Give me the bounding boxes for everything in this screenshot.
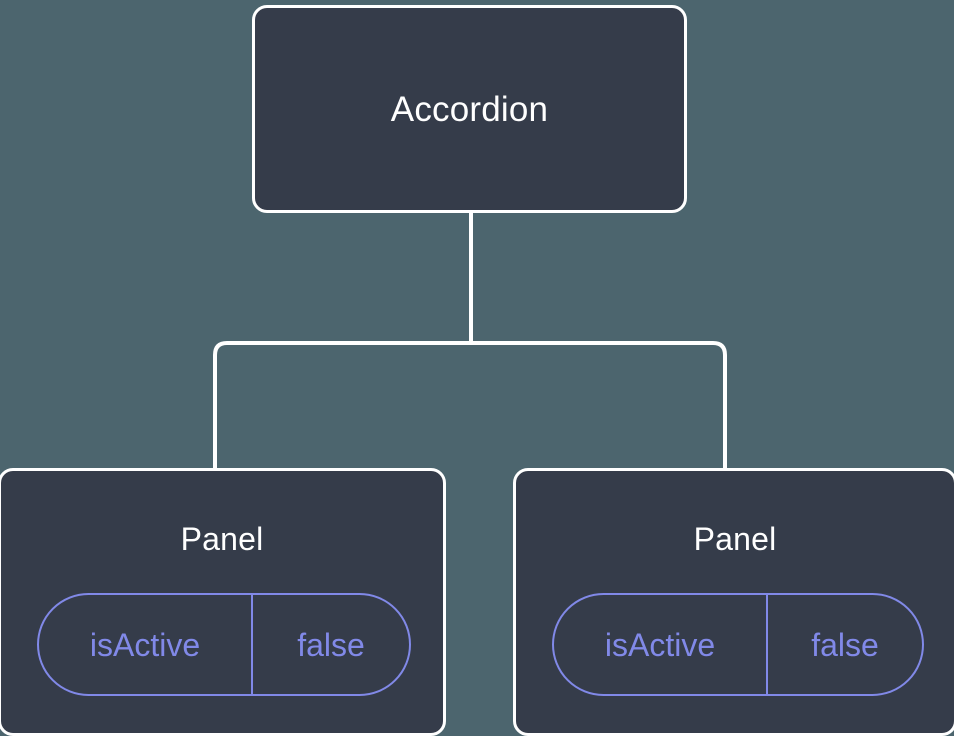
prop-key: isActive <box>39 595 253 694</box>
node-panel-1-title: Panel <box>693 521 777 557</box>
prop-key: isActive <box>554 595 768 694</box>
node-panel-1-prop-isactive[interactable]: isActive false <box>552 593 924 696</box>
node-accordion-title: Accordion <box>390 89 549 129</box>
edge-root-to-panel-1 <box>471 341 727 470</box>
node-panel-0-prop-isactive[interactable]: isActive false <box>37 593 411 696</box>
prop-value: false <box>297 626 365 663</box>
prop-value: false <box>811 626 879 663</box>
edge-root-to-panel-0 <box>213 341 471 470</box>
node-panel-0-title: Panel <box>180 521 264 557</box>
node-panel-0[interactable]: Panel isActive false <box>0 468 446 736</box>
node-accordion[interactable]: Accordion <box>252 5 687 213</box>
node-panel-1[interactable]: Panel isActive false <box>513 468 954 736</box>
